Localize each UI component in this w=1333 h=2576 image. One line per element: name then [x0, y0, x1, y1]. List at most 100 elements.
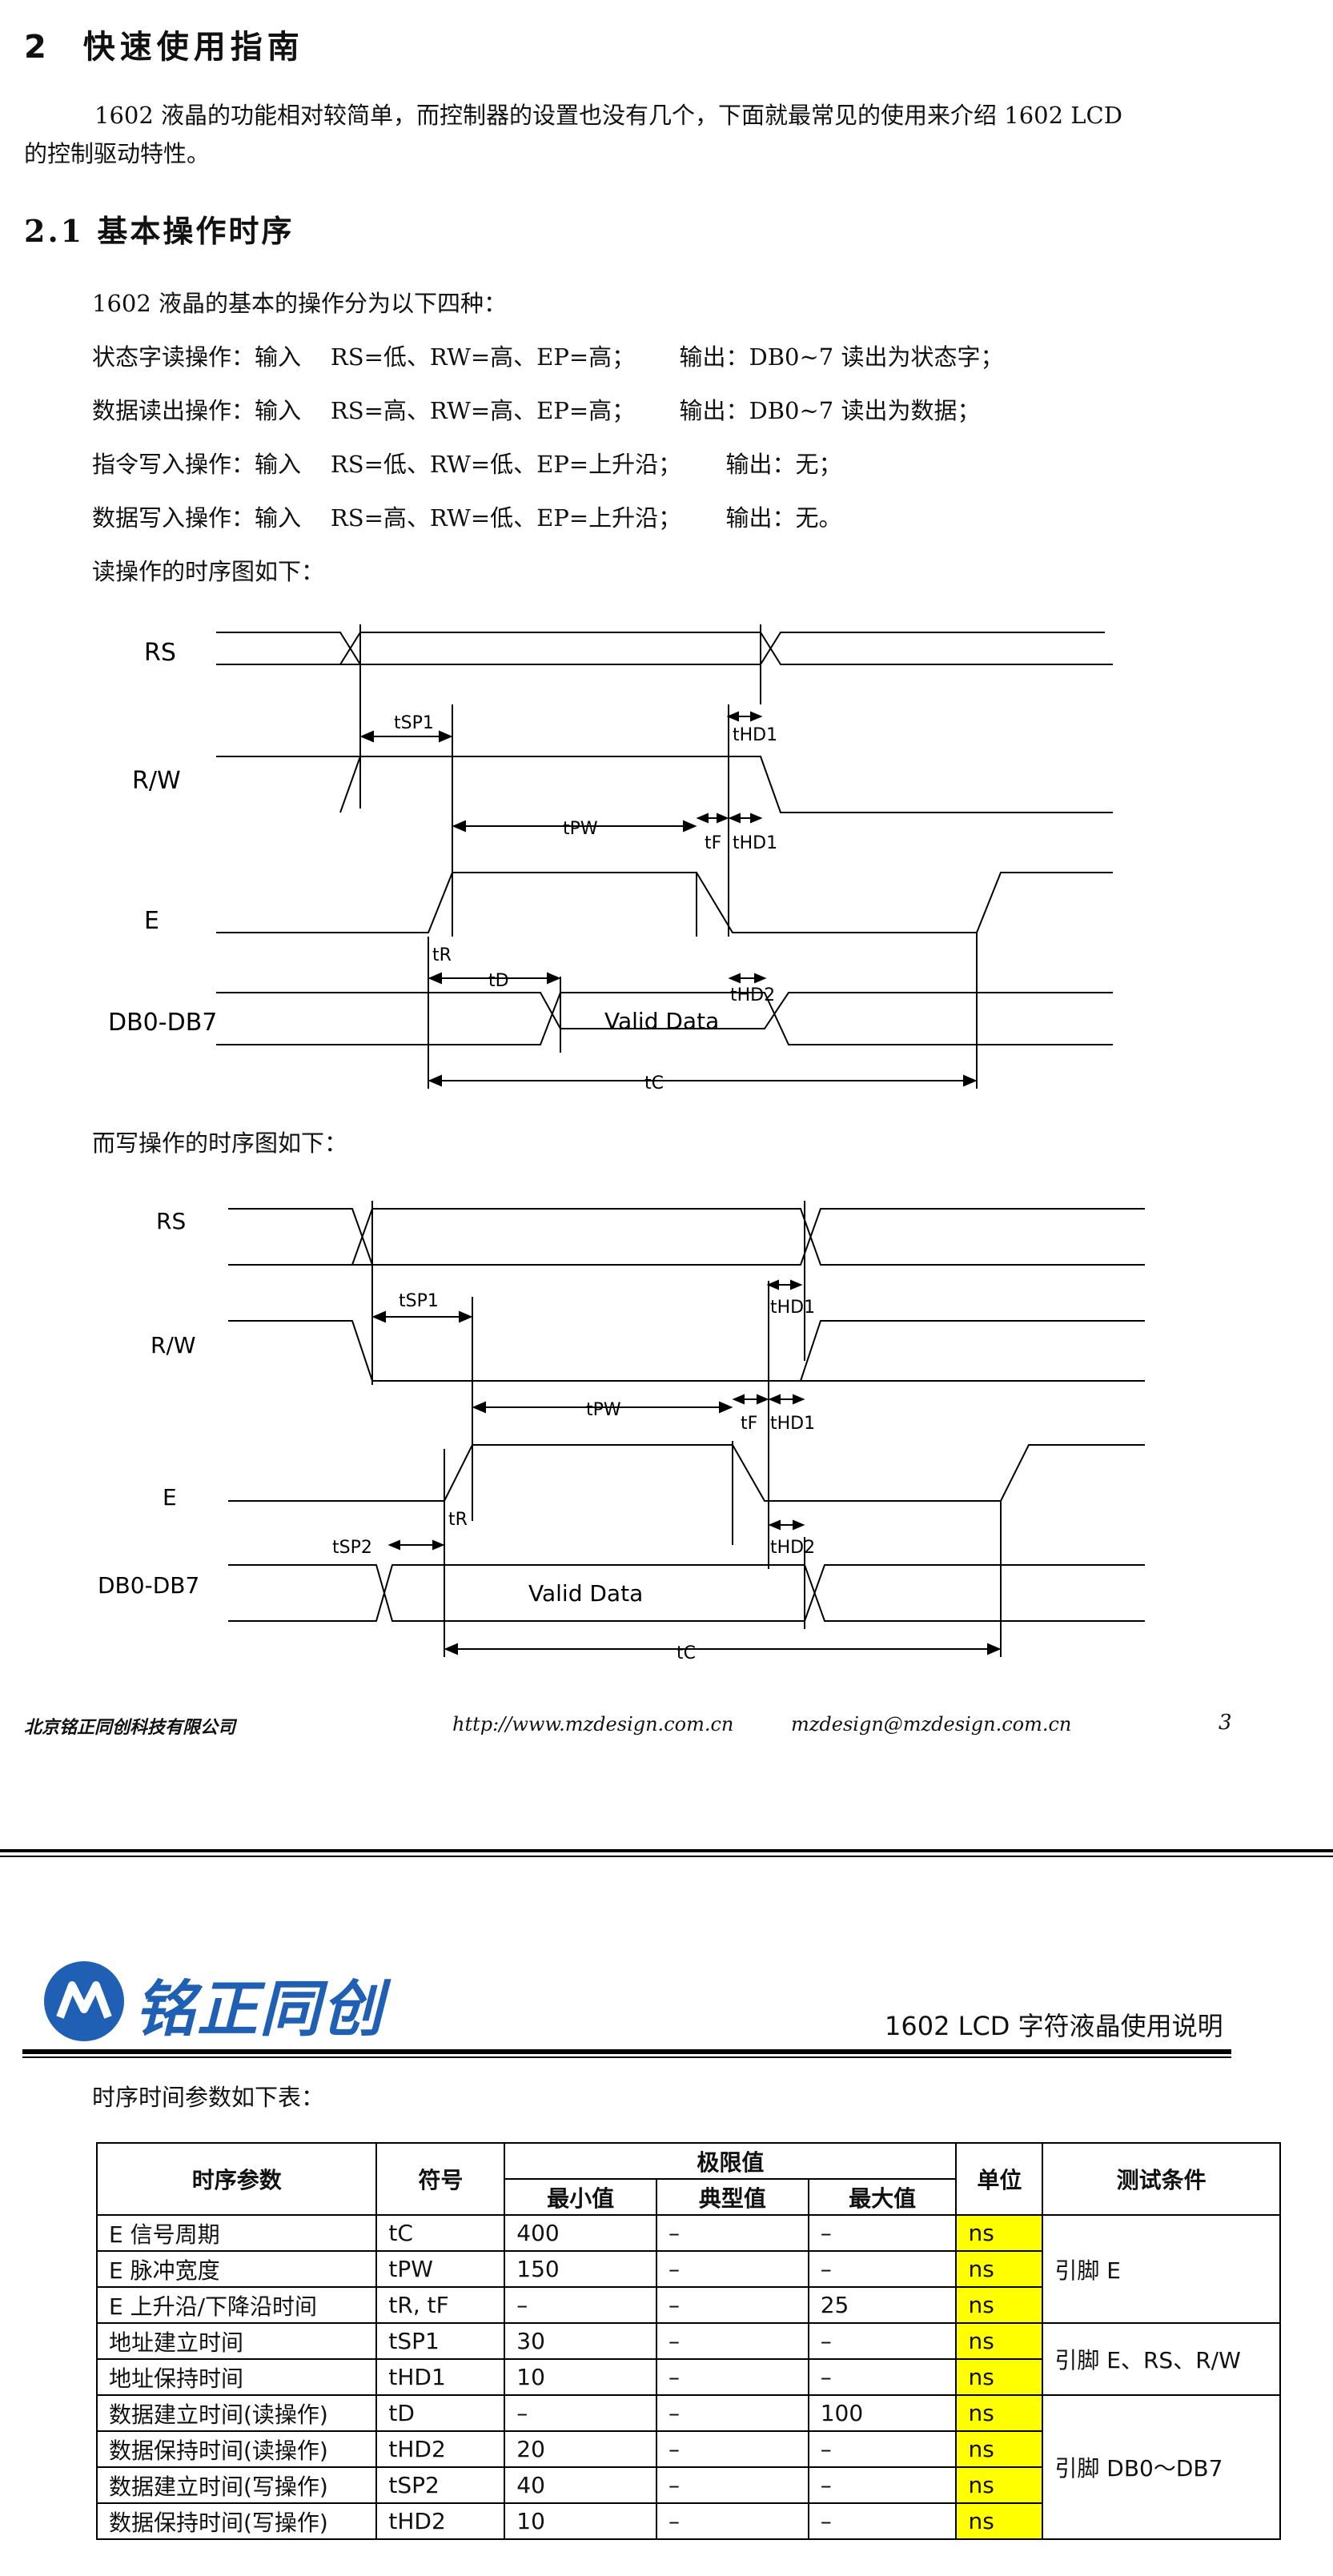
page-divider: [0, 1849, 1333, 1852]
read-label-rw: R/W: [132, 767, 181, 795]
cell-unit: ns: [955, 2466, 1044, 2504]
w-rs-wave-c: [372, 1208, 1145, 1266]
read-caption: 读操作的时序图如下：: [92, 558, 325, 585]
cell-typ: –: [656, 2286, 809, 2324]
read-label-tr: tR: [432, 945, 452, 965]
footer-url[interactable]: http://www.mzdesign.com.cn: [452, 1713, 734, 1735]
cell-typ: –: [656, 2214, 809, 2252]
e-wave: [216, 872, 1113, 933]
cell-min: –: [504, 2286, 658, 2324]
cell-max: –: [807, 2250, 958, 2288]
th-limits: 极限值: [504, 2142, 958, 2180]
logo-text: 铭正同创: [135, 1973, 384, 2044]
w-e-wave: [228, 1444, 1145, 1502]
cell-cond-db: 引脚 DB0～DB7: [1042, 2394, 1281, 2540]
read-label-tsp1: tSP1: [394, 713, 434, 733]
op-item-data-read: 数据读出操作：输入 RS=高、RW=高、EP=高； 输出：DB0~7 读出为数据…: [92, 397, 981, 424]
cell-typ: –: [656, 2394, 809, 2432]
cell-typ: –: [656, 2358, 809, 2396]
read-label-e: E: [144, 907, 159, 935]
cell-typ: –: [656, 2502, 809, 2540]
header-rule-thin: [22, 2056, 1231, 2058]
cell-min: 10: [504, 2358, 658, 2396]
cell-typ: –: [656, 2322, 809, 2360]
read-label-thd1b: tHD1: [733, 833, 777, 853]
doc-title: 1602 LCD 字符液晶使用说明: [885, 2011, 1223, 2041]
read-valid-data: Valid Data: [604, 1008, 719, 1034]
cell-typ: –: [656, 2430, 809, 2468]
read-label-thd1a: tHD1: [733, 725, 777, 745]
cell-typ: –: [656, 2250, 809, 2288]
subsection-number: 2.1: [24, 213, 85, 249]
cell-unit: ns: [955, 2502, 1044, 2540]
read-label-tpw: tPW: [563, 819, 598, 839]
write-label-tsp2: tSP2: [332, 1538, 372, 1558]
footer-company: 北京铭正同创科技有限公司: [24, 1717, 236, 1738]
table-row: 数据保持时间(写操作) tHD2 10 – – ns: [95, 2502, 1280, 2540]
w-rs-wave-b: [351, 1208, 1145, 1266]
w-rw-rise: [800, 1320, 1145, 1382]
cell-min: 30: [504, 2322, 658, 2360]
cell-unit: ns: [955, 2358, 1044, 2396]
section-number: 2: [24, 29, 51, 66]
cell-symbol: tPW: [375, 2250, 506, 2288]
read-label-tc: tC: [644, 1073, 664, 1093]
th-typ: 典型值: [656, 2178, 809, 2216]
subsection-title: 基本操作时序: [97, 213, 295, 249]
cell-max: –: [807, 2322, 958, 2360]
cell-param: E 上升沿/下降沿时间: [95, 2286, 378, 2324]
rw-rise: [339, 756, 361, 813]
write-label-thd2: tHD2: [770, 1538, 815, 1558]
cell-param: 数据保持时间(写操作): [95, 2502, 378, 2540]
cell-symbol: tD: [375, 2394, 506, 2432]
write-label-tsp1: tSP1: [399, 1291, 439, 1311]
write-label-rw: R/W: [151, 1332, 196, 1358]
cell-max: –: [807, 2430, 958, 2468]
footer-email[interactable]: mzdesign@mzdesign.com.cn: [791, 1713, 1072, 1735]
rs-wave-b: [339, 632, 1113, 665]
write-label-rs: RS: [156, 1208, 186, 1234]
db-wave-bottom: [216, 992, 1113, 1045]
timing-params-table: 时序参数 符号 极限值 单位 测试条件 最小值 典型值 最大值 E 信号周期 t…: [95, 2142, 1281, 2540]
cell-param: 数据建立时间(读操作): [95, 2394, 378, 2432]
subsection-heading: 2.1 基本操作时序: [24, 207, 294, 251]
read-label-db: DB0-DB7: [108, 1009, 217, 1037]
cell-param: 地址保持时间: [95, 2358, 378, 2396]
cell-max: –: [807, 2466, 958, 2504]
cell-param: 数据建立时间(写操作): [95, 2466, 378, 2504]
cell-min: 10: [504, 2502, 658, 2540]
intro-line-1: 1602 液晶的功能相对较简单，而控制器的设置也没有几个，下面就最常见的使用来介…: [94, 102, 1122, 129]
cell-symbol: tHD2: [375, 2502, 506, 2540]
cell-unit: ns: [955, 2214, 1044, 2252]
write-label-thd1a: tHD1: [770, 1298, 815, 1318]
table-row: E 信号周期 tC 400 – – ns 引脚 E: [95, 2214, 1281, 2324]
cell-max: 100: [807, 2394, 958, 2432]
cell-cond-e-rs-rw: 引脚 E、RS、R/W: [1042, 2322, 1281, 2396]
cell-symbol: tSP2: [375, 2466, 506, 2504]
cell-param: 地址建立时间: [95, 2322, 378, 2360]
cell-max: –: [807, 2358, 958, 2396]
write-timing-diagram: RS R/W E DB0-DB7 Valid Data tSP1 tHD1 tP…: [98, 1201, 1145, 1663]
cell-unit: ns: [955, 2286, 1044, 2324]
table-row: 数据建立时间(写操作) tSP2 40 – – ns: [95, 2466, 1280, 2504]
table-row: E 上升沿/下降沿时间 tR, tF – – 25 ns: [95, 2286, 1280, 2324]
cell-symbol: tR, tF: [375, 2286, 506, 2324]
table-row: 数据保持时间(读操作) tHD2 20 – – ns: [95, 2430, 1280, 2468]
read-label-tf: tF: [705, 833, 721, 853]
intro-paragraph: 1602 液晶的功能相对较简单，而控制器的设置也没有几个，下面就最常见的使用来介…: [24, 96, 1289, 173]
cell-typ: –: [656, 2466, 809, 2504]
th-cond: 测试条件: [1042, 2142, 1281, 2216]
table-row: 数据建立时间(读操作) tD – – 100 ns 引脚 DB0～DB7: [95, 2394, 1281, 2540]
rs-wave-a: [216, 632, 362, 665]
table-row: 地址保持时间 tHD1 10 – – ns: [95, 2358, 1280, 2396]
write-label-tc: tC: [677, 1643, 696, 1663]
page-divider-thin: [0, 1856, 1333, 1857]
cell-min: 20: [504, 2430, 658, 2468]
write-label-tf: tF: [741, 1414, 757, 1434]
logo-icon: [44, 1961, 124, 2041]
th-max: 最大值: [807, 2178, 958, 2216]
cell-param: E 信号周期: [95, 2214, 378, 2252]
cell-param: 数据保持时间(读操作): [95, 2430, 378, 2468]
w-rw-low: [228, 1320, 1145, 1382]
table-caption: 时序时间参数如下表：: [92, 2084, 325, 2111]
